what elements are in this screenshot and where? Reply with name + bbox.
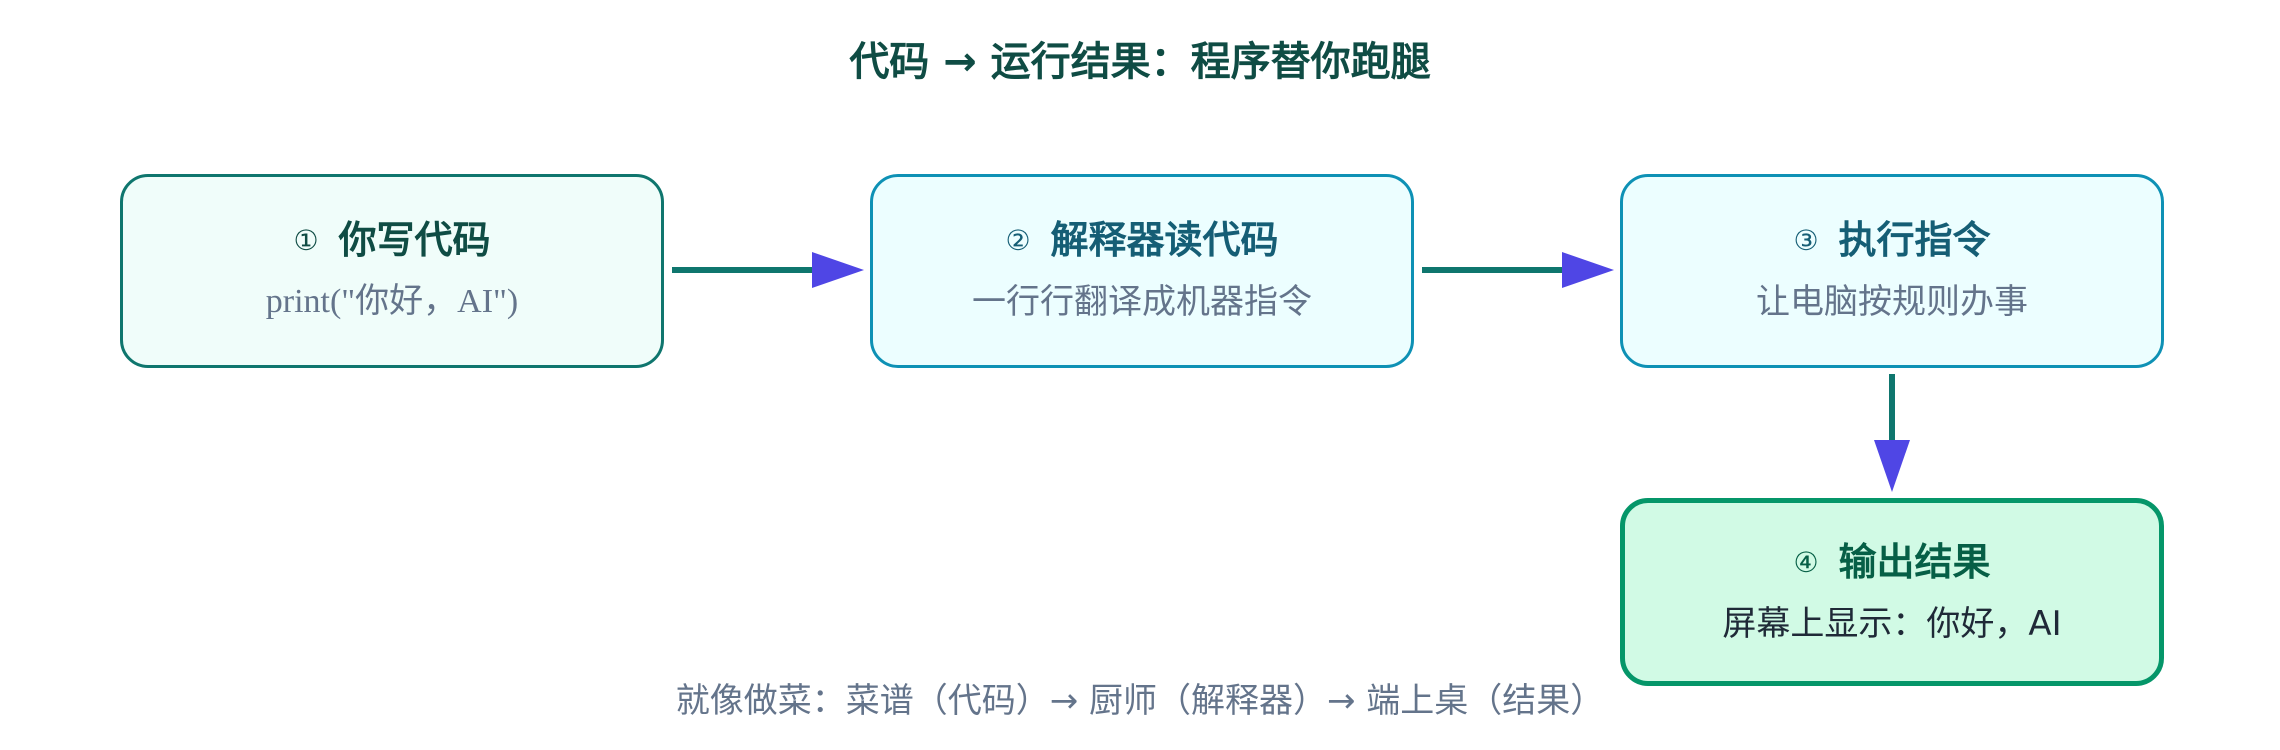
step-title: 解释器读代码 [1050, 218, 1279, 262]
step-heading: ③ 执行指令 [1623, 213, 2161, 268]
step-heading: ② 解释器读代码 [873, 213, 1411, 268]
step-detail: 一行行翻译成机器指令 [972, 282, 1312, 322]
step-number: ② [1005, 224, 1031, 257]
arrow-step2-to-step3 [1422, 252, 1614, 288]
analogy-caption: 就像做菜：菜谱（代码）→ 厨师（解释器）→ 端上桌（结果） [675, 681, 1605, 721]
step-title: 输出结果 [1838, 540, 1991, 584]
step-execute: ③ 执行指令 让电脑按规则办事 [1620, 174, 2164, 368]
step-interpreter-reads: ② 解释器读代码 一行行翻译成机器指令 [870, 174, 1414, 368]
step-heading: ④ 输出结果 [1625, 535, 2159, 590]
step-number: ① [293, 224, 319, 257]
step-number: ④ [1793, 546, 1819, 579]
step-write-code: ① 你写代码 print("你好，AI") [120, 174, 664, 368]
diagram-title: 代码 → 运行结果：程序替你跑腿 [849, 39, 1431, 85]
arrow-step3-to-step4 [1874, 374, 1910, 492]
step-detail: 屏幕上显示：你好，AI [1722, 604, 2062, 644]
step-detail: print("你好，AI") [265, 283, 519, 320]
step-title: 执行指令 [1838, 218, 1991, 262]
step-detail: 让电脑按规则办事 [1756, 282, 2028, 322]
step-number: ③ [1793, 224, 1819, 257]
step-output-result: ④ 输出结果 屏幕上显示：你好，AI [1620, 498, 2164, 686]
step-title: 你写代码 [338, 218, 491, 262]
arrow-step1-to-step2 [672, 252, 864, 288]
step-heading: ① 你写代码 [123, 213, 661, 268]
